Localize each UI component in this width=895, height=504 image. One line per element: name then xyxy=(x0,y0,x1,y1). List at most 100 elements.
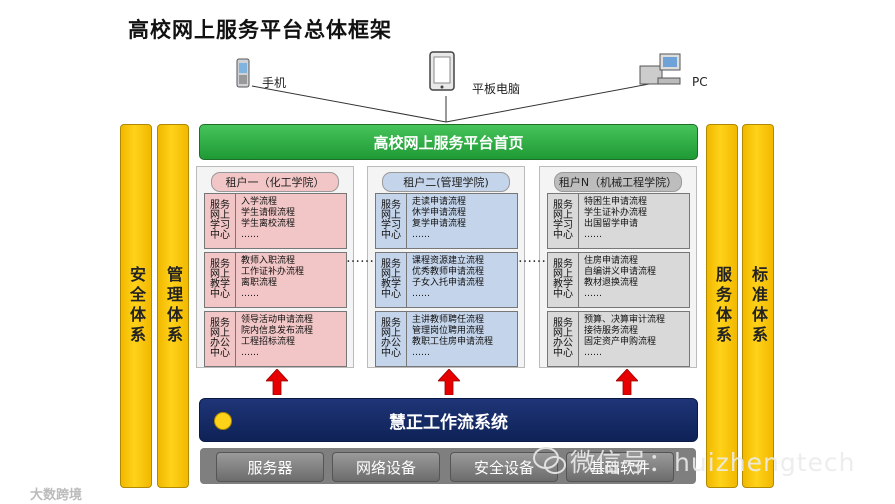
management-system-pillar: 管理体系 xyxy=(157,124,189,488)
brand-watermark: 大数跨境 xyxy=(30,488,83,503)
service-center-label: 服务网上学习中心 xyxy=(376,194,407,248)
tenant-panel: 租户N（机械工程学院）服务网上学习中心特困生申请流程学生证补办流程出国留学申请…… xyxy=(539,166,697,368)
standard-system-pillar: 标准体系 xyxy=(742,124,774,488)
service-center-label: 服务网上教学中心 xyxy=(548,253,579,307)
process-item: …… xyxy=(412,289,430,299)
service-center-row: 服务网上教学中心课程资源建立流程优秀教师申请流程子女入托申请流程…… xyxy=(375,252,518,308)
process-list: 课程资源建立流程优秀教师申请流程子女入托申请流程…… xyxy=(412,256,484,300)
standard-system-label: 标准体系 xyxy=(749,266,768,346)
service-center-text: 服务网上学习中心 xyxy=(210,200,230,241)
service-center-label: 服务网上学习中心 xyxy=(548,194,579,248)
process-item: 离职流程 xyxy=(241,278,278,288)
process-item: …… xyxy=(584,348,602,358)
process-item: 接待服务流程 xyxy=(584,326,639,336)
process-item: 教职工住房申请流程 xyxy=(412,337,494,347)
infrastructure-bar: 服务器 网络设备 安全设备 基础软件 xyxy=(200,448,696,484)
service-center-text: 服务网上办公中心 xyxy=(381,318,401,359)
service-center-label: 服务网上学习中心 xyxy=(205,194,236,248)
process-item: …… xyxy=(241,289,259,299)
security-system-label: 安全体系 xyxy=(127,266,146,346)
up-arrow-icon xyxy=(438,369,460,395)
service-center-text: 服务网上教学中心 xyxy=(553,259,573,300)
process-item: …… xyxy=(412,230,430,240)
service-center-row: 服务网上学习中心走读申请流程休学申请流程复学申请流程…… xyxy=(375,193,518,249)
process-list: 入学流程学生请假流程学生离校流程…… xyxy=(241,197,295,241)
process-item: 优秀教师申请流程 xyxy=(412,267,485,277)
device-connectors xyxy=(251,81,661,123)
service-center-text: 服务网上学习中心 xyxy=(553,200,573,241)
workflow-system-label: 慧正工作流系统 xyxy=(389,412,508,433)
process-item: 住房申请流程 xyxy=(584,256,639,266)
security-system-pillar: 安全体系 xyxy=(120,124,152,488)
tenant-ellipsis: …… xyxy=(518,250,546,266)
process-list: 领导活动申请流程院内信息发布流程工程招标流程…… xyxy=(241,315,313,359)
wechat-icon xyxy=(533,447,566,474)
service-center-label: 服务网上办公中心 xyxy=(205,312,236,366)
infra-item-server: 服务器 xyxy=(216,452,324,482)
process-item: 子女入托申请流程 xyxy=(412,278,485,288)
tablet-label: 平板电脑 xyxy=(472,82,521,96)
service-system-label: 服务体系 xyxy=(713,266,732,346)
process-list: 预算、决算审计流程接待服务流程固定资产申购流程…… xyxy=(584,315,665,359)
wechat-watermark: 微信号：huizhengtech xyxy=(570,448,856,477)
process-item: …… xyxy=(584,289,602,299)
service-center-label: 服务网上教学中心 xyxy=(205,253,236,307)
process-item: …… xyxy=(584,230,602,240)
tenant-panel: 租户一（化工学院）服务网上学习中心入学流程学生请假流程学生离校流程……服务网上教… xyxy=(196,166,354,368)
service-center-text: 服务网上教学中心 xyxy=(210,259,230,300)
process-item: 出国留学申请 xyxy=(584,219,639,229)
process-item: 自编讲义申请流程 xyxy=(584,267,657,277)
process-item: 特困生申请流程 xyxy=(584,197,648,207)
service-center-row: 服务网上学习中心入学流程学生请假流程学生离校流程…… xyxy=(204,193,347,249)
process-item: 工程招标流程 xyxy=(241,337,296,347)
pc-label: PC xyxy=(692,75,708,89)
service-center-label: 服务网上办公中心 xyxy=(376,312,407,366)
process-item: 院内信息发布流程 xyxy=(241,326,314,336)
process-list: 主讲教师聘任流程管理岗位聘用流程教职工住房申请流程…… xyxy=(412,315,493,359)
phone-label: 手机 xyxy=(262,76,287,90)
process-item: 领导活动申请流程 xyxy=(241,315,314,325)
process-item: 课程资源建立流程 xyxy=(412,256,485,266)
service-center-label: 服务网上办公中心 xyxy=(548,312,579,366)
tenant-header: 租户N（机械工程学院） xyxy=(554,172,682,192)
up-arrow-icon xyxy=(616,369,638,395)
process-item: 走读申请流程 xyxy=(412,197,467,207)
service-system-pillar: 服务体系 xyxy=(706,124,738,488)
tenant-ellipsis: …… xyxy=(346,250,374,266)
service-center-row: 服务网上教学中心教师入职流程工作证补办流程离职流程…… xyxy=(204,252,347,308)
process-item: 休学申请流程 xyxy=(412,208,467,218)
workflow-dot-icon xyxy=(214,412,232,430)
tenant-panel: 租户二(管理学院)服务网上学习中心走读申请流程休学申请流程复学申请流程……服务网… xyxy=(367,166,525,368)
process-list: 走读申请流程休学申请流程复学申请流程…… xyxy=(412,197,466,241)
workflow-system-bar: 慧正工作流系统 xyxy=(199,398,698,442)
process-item: 学生请假流程 xyxy=(241,208,296,218)
tenant-header: 租户二(管理学院) xyxy=(382,172,510,192)
diagram-title: 高校网上服务平台总体框架 xyxy=(128,18,392,42)
infra-item-software: 基础软件 xyxy=(566,452,674,482)
process-list: 特困生申请流程学生证补办流程出国留学申请…… xyxy=(584,197,647,241)
process-item: 学生证补办流程 xyxy=(584,208,648,218)
service-center-row: 服务网上学习中心特困生申请流程学生证补办流程出国留学申请…… xyxy=(547,193,690,249)
process-item: 复学申请流程 xyxy=(412,219,467,229)
process-item: 工作证补办流程 xyxy=(241,267,305,277)
service-center-row: 服务网上办公中心领导活动申请流程院内信息发布流程工程招标流程…… xyxy=(204,311,347,367)
process-item: 教材退换流程 xyxy=(584,278,639,288)
process-item: 预算、决算审计流程 xyxy=(584,315,666,325)
mobile-phone-icon xyxy=(236,58,250,88)
service-center-row: 服务网上教学中心住房申请流程自编讲义申请流程教材退换流程…… xyxy=(547,252,690,308)
process-item: 管理岗位聘用流程 xyxy=(412,326,485,336)
service-center-row: 服务网上办公中心主讲教师聘任流程管理岗位聘用流程教职工住房申请流程…… xyxy=(375,311,518,367)
process-item: 固定资产申购流程 xyxy=(584,337,657,347)
process-list: 住房申请流程自编讲义申请流程教材退换流程…… xyxy=(584,256,656,300)
up-arrow-icon xyxy=(266,369,288,395)
service-center-row: 服务网上办公中心预算、决算审计流程接待服务流程固定资产申购流程…… xyxy=(547,311,690,367)
service-center-text: 服务网上办公中心 xyxy=(553,318,573,359)
pc-icon xyxy=(639,53,681,85)
infra-item-network: 网络设备 xyxy=(332,452,440,482)
process-item: 主讲教师聘任流程 xyxy=(412,315,485,325)
service-center-label: 服务网上教学中心 xyxy=(376,253,407,307)
tenant-header: 租户一（化工学院） xyxy=(211,172,339,192)
platform-home-bar: 高校网上服务平台首页 xyxy=(199,124,698,160)
process-item: 教师入职流程 xyxy=(241,256,296,266)
process-list: 教师入职流程工作证补办流程离职流程…… xyxy=(241,256,304,300)
